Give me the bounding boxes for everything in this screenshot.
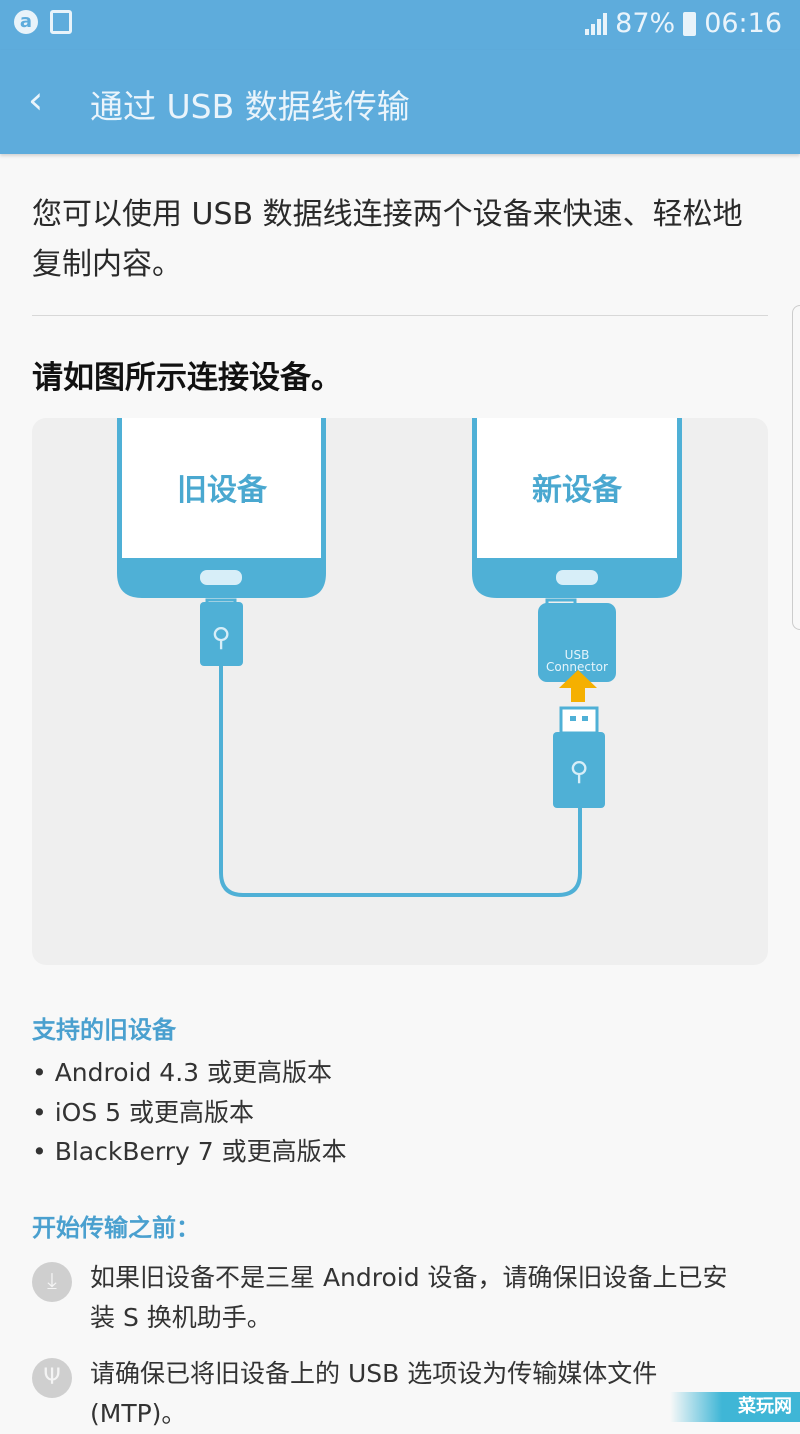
usb-cable: [219, 666, 582, 897]
app-a-icon: a: [14, 10, 38, 34]
usb-icon: ⚲: [211, 623, 230, 653]
step-text: 如果旧设备不是三星 Android 设备，请确保旧设备上已安装 S 换机助手。: [90, 1263, 728, 1332]
step-item: Ψ 请确保已将旧设备上的 USB 选项设为传输媒体文件 (MTP)。: [32, 1354, 772, 1434]
connection-diagram: 旧设备 新设备 ⚲ USB Connector ⚲: [32, 418, 768, 965]
arrow-up-icon: [559, 670, 597, 702]
watermark: 菜玩网: [670, 1392, 800, 1422]
usb-icon: ⚲: [569, 757, 588, 787]
chevron-left-icon: ‹: [28, 78, 44, 122]
supported-title: 支持的旧设备: [32, 1016, 176, 1044]
usb-icon: Ψ: [32, 1358, 72, 1398]
step-item: ⤓ 如果旧设备不是三星 Android 设备，请确保旧设备上已安装 S 换机助手…: [32, 1258, 772, 1338]
connector-label-2: Connector: [546, 660, 608, 674]
diagram-svg: 旧设备 新设备 ⚲ USB Connector ⚲: [117, 418, 682, 897]
instruction-heading: 请如图所示连接设备。: [32, 360, 342, 396]
divider: [32, 315, 768, 316]
connector-label-1: USB: [565, 648, 590, 662]
before-title: 开始传输之前：: [32, 1214, 200, 1242]
new-usb-plug: ⚲: [553, 706, 605, 808]
gallery-icon: [50, 10, 72, 34]
signal-icon: [585, 12, 608, 35]
old-device-label: 旧设备: [177, 473, 268, 508]
list-item: • BlackBerry 7 或更高版本: [32, 1137, 347, 1166]
page-title: 通过 USB 数据线传输: [90, 87, 410, 126]
battery-icon: [683, 11, 697, 36]
step-text: 请确保已将旧设备上的 USB 选项设为传输媒体文件 (MTP)。: [90, 1359, 658, 1428]
scrollbar[interactable]: [792, 305, 800, 630]
status-bar: a 87% 06:16: [0, 0, 800, 50]
battery-percent: 87%: [615, 8, 676, 39]
clock: 06:16: [704, 8, 782, 39]
old-device: 旧设备: [117, 418, 326, 598]
back-button[interactable]: ‹: [28, 80, 68, 124]
list-item: • iOS 5 或更高版本: [32, 1098, 254, 1127]
app-bar: ‹ 通过 USB 数据线传输: [0, 50, 800, 154]
new-device: 新设备: [472, 418, 682, 598]
list-item: • Android 4.3 或更高版本: [32, 1058, 333, 1087]
old-usb-plug: ⚲: [200, 598, 243, 666]
new-device-label: 新设备: [532, 473, 623, 508]
usb-connector: USB Connector: [538, 598, 616, 682]
intro-text: 您可以使用 USB 数据线连接两个设备来快速、轻松地复制内容。: [32, 197, 743, 282]
download-icon: ⤓: [32, 1262, 72, 1302]
